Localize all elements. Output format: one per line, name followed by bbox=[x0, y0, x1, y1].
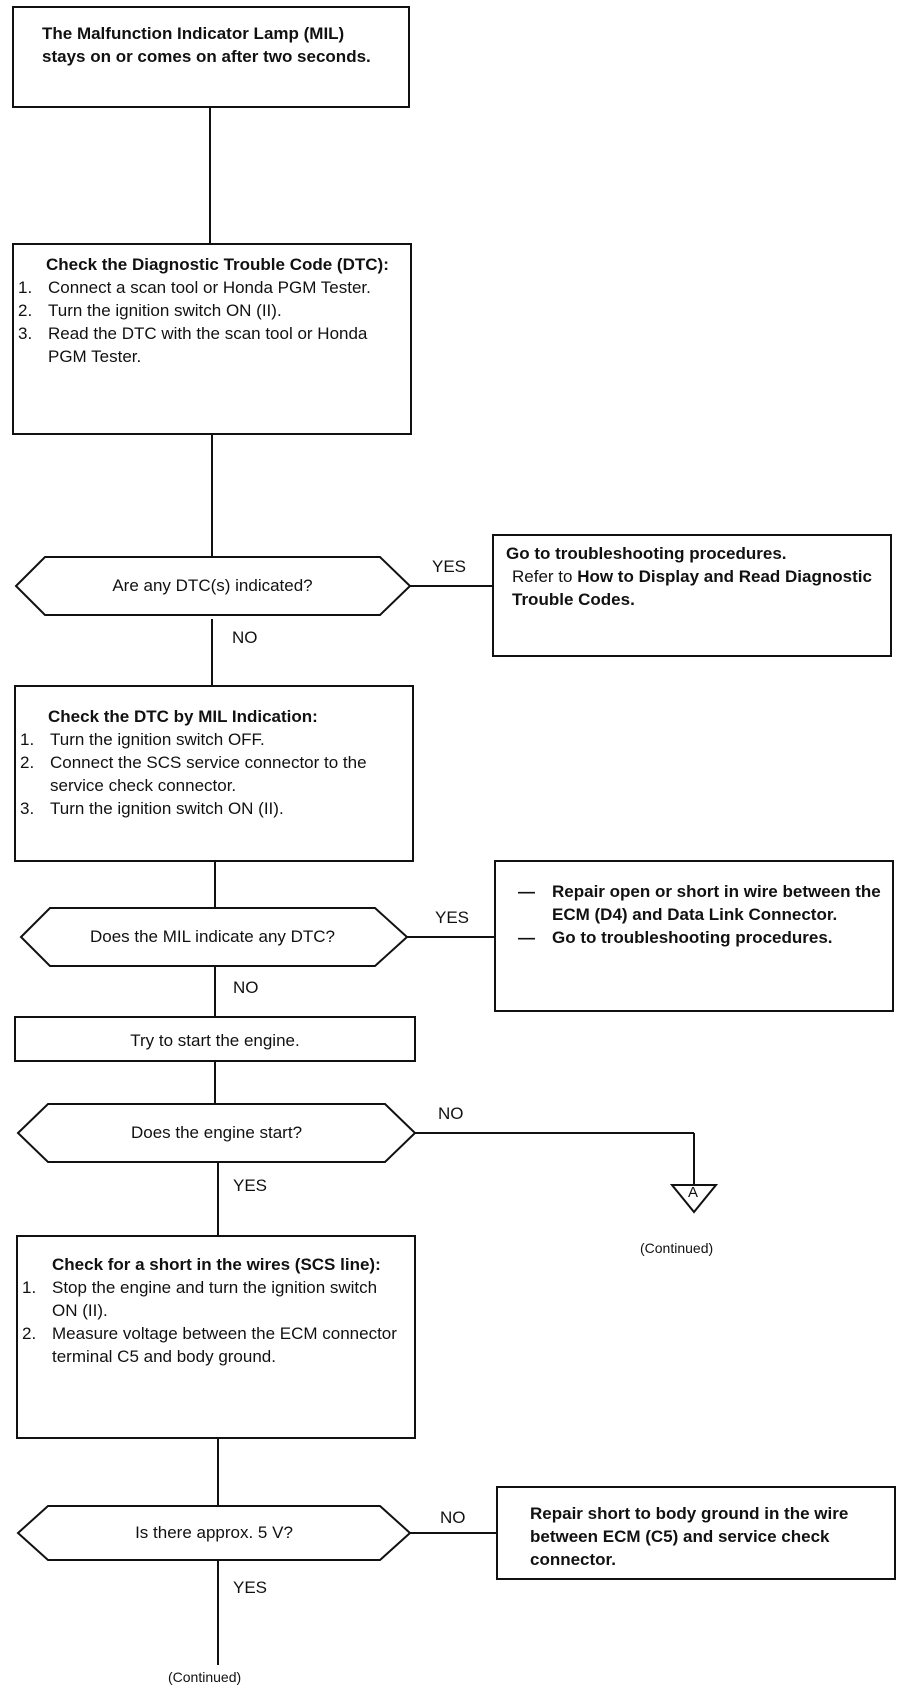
check-dtc-box: Check the Diagnostic Trouble Code (DTC):… bbox=[12, 243, 412, 435]
decision-voltage-diamond bbox=[16, 1505, 412, 1561]
check-dtc-step: 1.Connect a scan tool or Honda PGM Teste… bbox=[18, 278, 371, 297]
troubleshoot-title: Go to troubleshooting procedures. bbox=[506, 544, 787, 563]
decision-dtc-yes-label: YES bbox=[432, 557, 467, 576]
decision-voltage-no-label: NO bbox=[440, 1508, 466, 1527]
check-short-box: Check for a short in the wires (SCS line… bbox=[16, 1235, 416, 1439]
repair-ground-text: Repair short to body ground in the wire … bbox=[530, 1504, 849, 1569]
check-short-step: 2.Measure voltage between the ECM connec… bbox=[22, 1324, 397, 1366]
decision-start-diamond bbox=[16, 1103, 417, 1163]
check-dtc-step: 2.Turn the ignition switch ON (II). bbox=[18, 301, 282, 320]
repair-open-item: —Go to troubleshooting procedures. bbox=[518, 928, 833, 947]
check-mil-title: Check the DTC by MIL Indication: bbox=[48, 707, 318, 726]
decision-start-yes-label: YES bbox=[233, 1176, 268, 1195]
repair-ground-box: Repair short to body ground in the wire … bbox=[496, 1486, 896, 1580]
check-dtc-step: 3.Read the DTC with the scan tool or Hon… bbox=[18, 324, 368, 366]
decision-start-no-label: NO bbox=[438, 1104, 464, 1123]
bottom-continued: (Continued) bbox=[168, 1669, 242, 1685]
decision-dtc-text: Are any DTC(s) indicated? bbox=[112, 576, 313, 595]
troubleshoot-reference: Refer to How to Display and Read Diagnos… bbox=[512, 567, 872, 609]
check-mil-step: 1.Turn the ignition switch OFF. bbox=[20, 730, 265, 749]
check-mil-step: 3.Turn the ignition switch ON (II). bbox=[20, 799, 284, 818]
repair-open-item: —Repair open or short in wire between th… bbox=[518, 882, 881, 924]
connector-a-continued: (Continued) bbox=[640, 1240, 714, 1256]
decision-mil-diamond bbox=[19, 907, 409, 967]
start-text: The Malfunction Indicator Lamp (MIL) sta… bbox=[42, 24, 371, 66]
decision-dtc-no-label: NO bbox=[232, 628, 258, 647]
decision-voltage-text: Is there approx. 5 V? bbox=[135, 1523, 293, 1542]
troubleshoot-box: Go to troubleshooting procedures. Refer … bbox=[492, 534, 892, 657]
check-mil-step: 2.Connect the SCS service connector to t… bbox=[20, 753, 367, 795]
repair-open-box: —Repair open or short in wire between th… bbox=[494, 860, 894, 1012]
decision-voltage-yes-label: YES bbox=[233, 1578, 268, 1597]
start-box: The Malfunction Indicator Lamp (MIL) sta… bbox=[12, 6, 410, 108]
check-short-title: Check for a short in the wires (SCS line… bbox=[52, 1255, 381, 1274]
check-mil-box: Check the DTC by MIL Indication: 1.Turn … bbox=[14, 685, 414, 862]
connector-a-label: A bbox=[688, 1184, 699, 1201]
try-start-text: Try to start the engine. bbox=[130, 1031, 300, 1050]
connector-a-triangle bbox=[669, 1184, 719, 1214]
check-short-step: 1.Stop the engine and turn the ignition … bbox=[22, 1278, 378, 1320]
decision-mil-yes-label: YES bbox=[435, 908, 470, 927]
decision-dtc-diamond bbox=[14, 556, 412, 616]
try-start-box: Try to start the engine. bbox=[14, 1016, 416, 1062]
decision-mil-no-label: NO bbox=[233, 978, 259, 997]
check-dtc-title: Check the Diagnostic Trouble Code (DTC): bbox=[46, 255, 389, 274]
decision-mil-text: Does the MIL indicate any DTC? bbox=[89, 927, 336, 946]
decision-start-text: Does the engine start? bbox=[130, 1123, 303, 1142]
